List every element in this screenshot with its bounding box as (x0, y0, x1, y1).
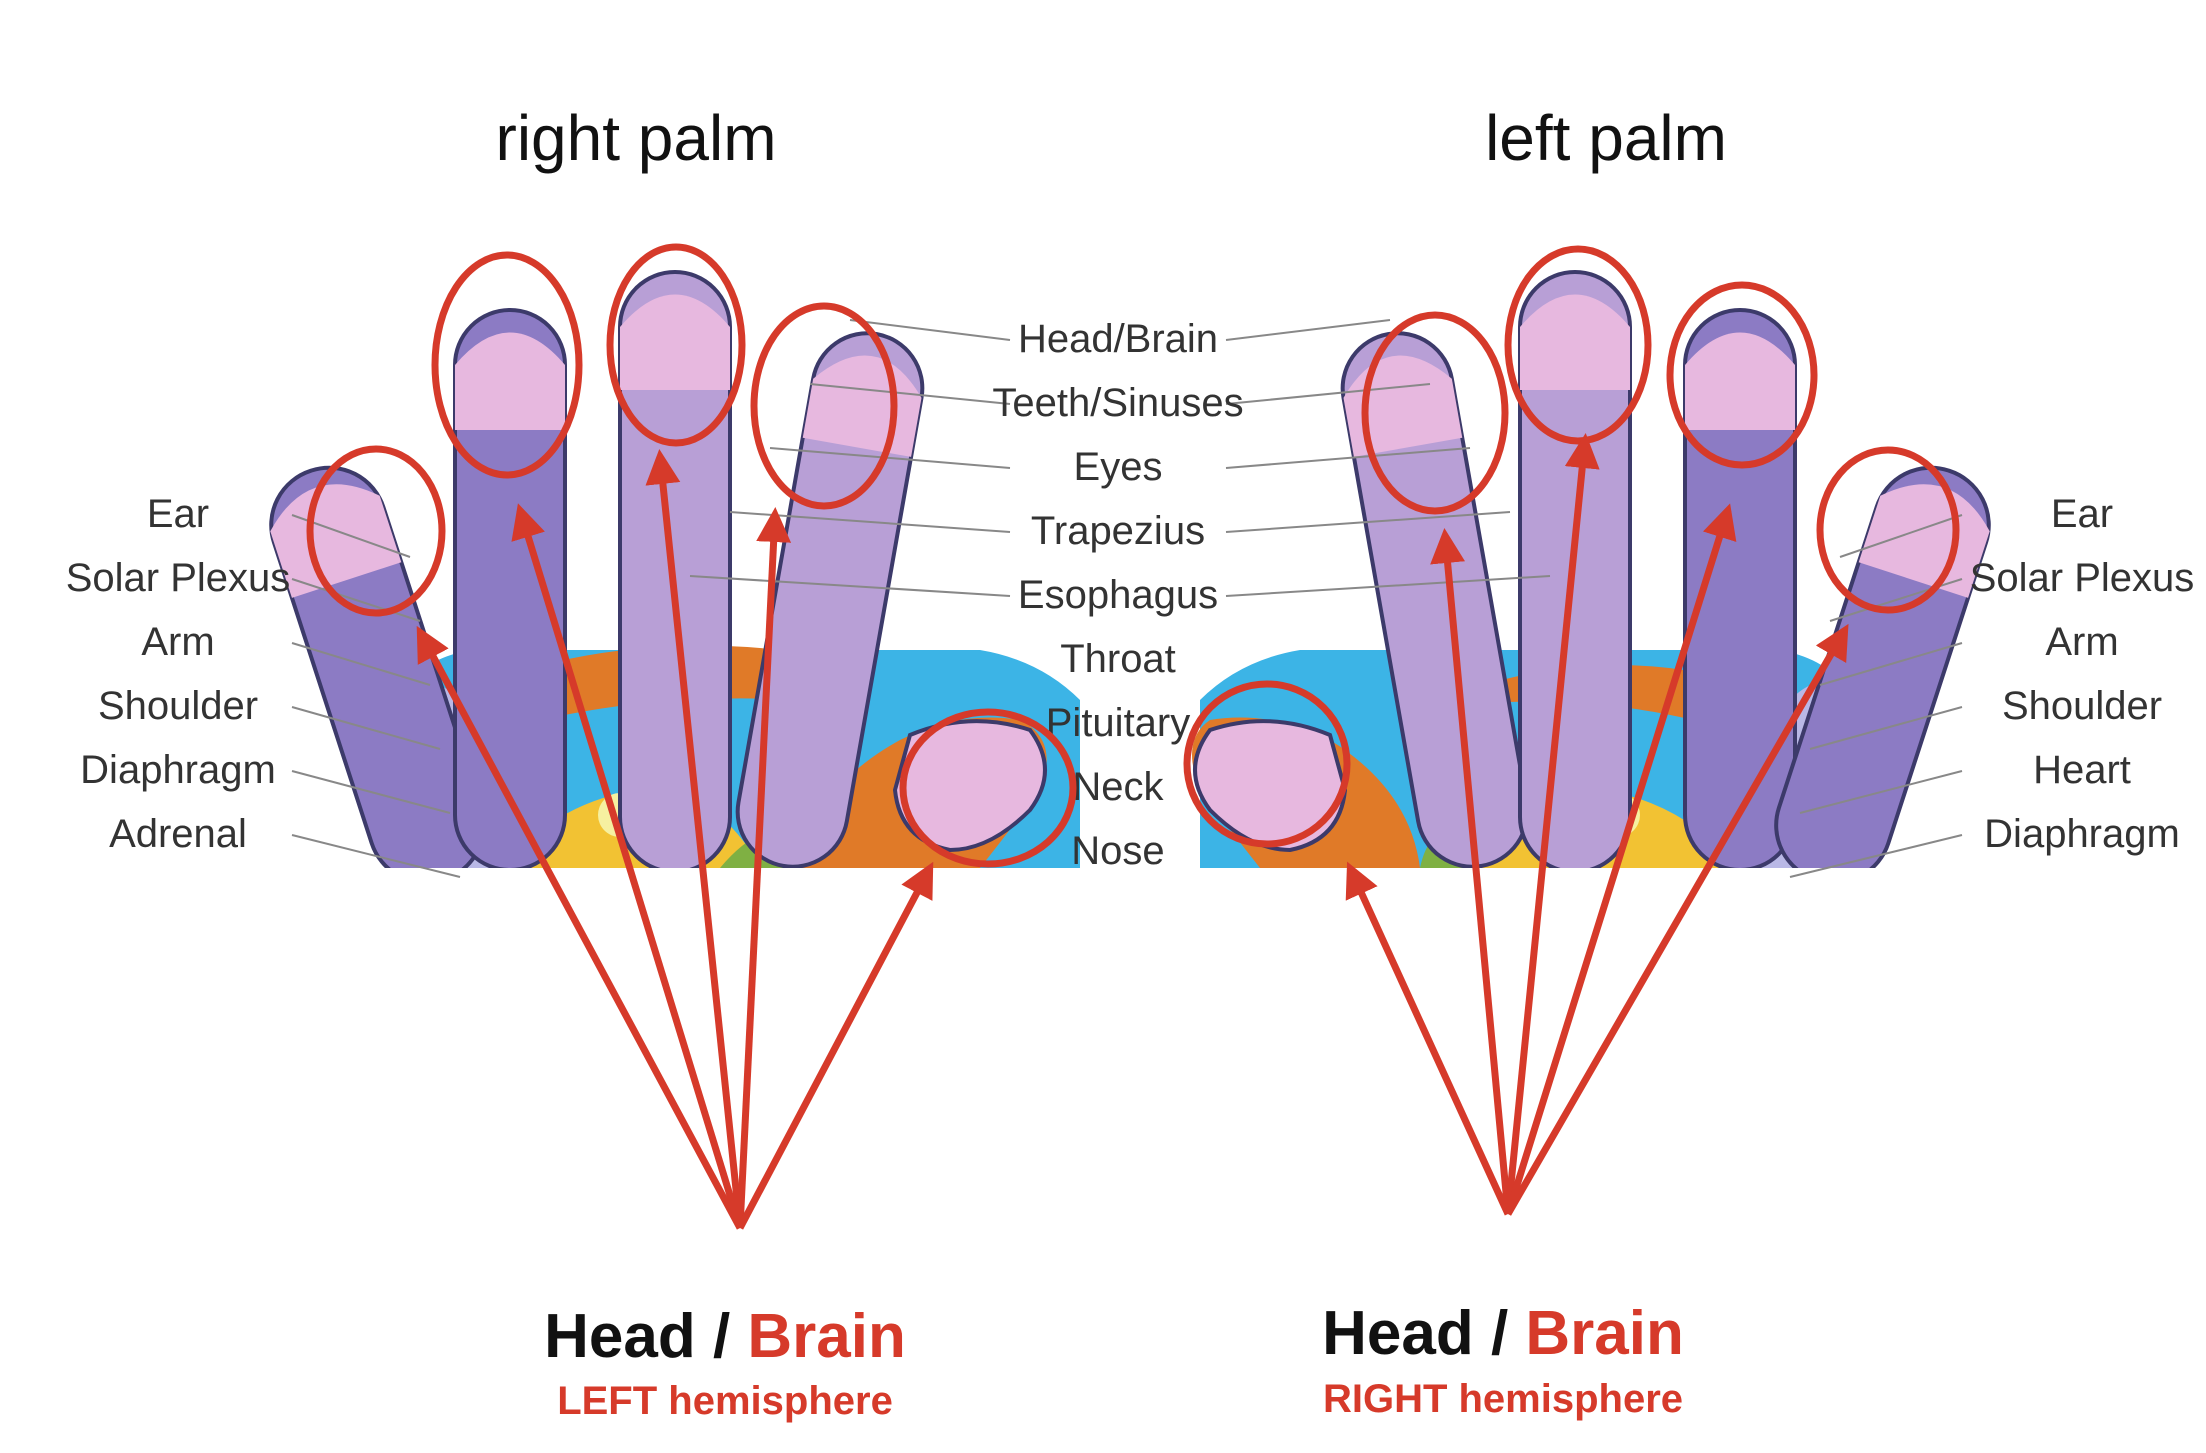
fingertip-middle (1520, 294, 1630, 390)
leader-left-side-5 (291, 834, 461, 878)
left-palm-side-label-3: Shoulder (2002, 684, 2162, 728)
arrow-right-index (736, 507, 792, 1229)
leader-right-side-4 (1799, 770, 1963, 814)
center-label-8: Nose (1071, 829, 1164, 873)
fingertip-ring (455, 332, 565, 430)
caption-left-brain: Brain (747, 1302, 905, 1371)
fingertip-middle (620, 294, 730, 390)
arrow-left-middle (1504, 433, 1600, 1215)
leader-center-left-4 (689, 575, 1011, 597)
leader-center-left-0 (849, 319, 1011, 341)
highlight-ellipses (306, 243, 1960, 868)
left-palm-title: left palm (1485, 102, 1727, 174)
highlight-left-thumb (1183, 680, 1351, 848)
leader-center-right-4 (1225, 575, 1551, 597)
caption-left-head-brain: Head / Brain (544, 1302, 906, 1371)
center-label-6: Pituitary (1046, 701, 1191, 745)
leader-center-right-2 (1225, 447, 1471, 469)
finger-ring (453, 308, 567, 868)
center-label-1: Teeth/Sinuses (992, 381, 1243, 425)
center-label-3: Trapezius (1031, 509, 1205, 553)
center-label-7: Neck (1072, 765, 1164, 809)
leader-left-side-2 (291, 642, 431, 686)
right-palm-side-label-1: Solar Plexus (66, 556, 291, 600)
highlight-left-index (1361, 311, 1509, 515)
arrow-left-little (1504, 623, 1849, 1216)
leader-right-side-5 (1789, 834, 1963, 878)
leader-center-right-3 (1225, 511, 1511, 533)
leader-left-side-4 (291, 770, 451, 814)
finger-ring (1683, 308, 1797, 868)
leader-center-right-1 (1225, 383, 1431, 405)
arrow-right-ring (511, 503, 744, 1230)
right-palm-side-label-5: Adrenal (109, 812, 247, 856)
left-palm-side-label-2: Arm (2045, 620, 2118, 664)
right-palm-title: right palm (496, 102, 777, 174)
leader-center-left-1 (809, 383, 1011, 405)
highlight-right-thumb (899, 708, 1077, 868)
left-palm-side-label-0: Ear (2051, 492, 2113, 536)
right-palm-side-label-4: Diaphragm (80, 748, 276, 792)
highlight-right-middle (606, 243, 746, 447)
caption-right-brain: Brain (1525, 1299, 1683, 1368)
arrow-right-thumb (736, 861, 934, 1230)
finger-index (1340, 331, 1530, 868)
arrow-right-middle (645, 449, 744, 1229)
left-palm-side-label-5: Diaphragm (1984, 812, 2180, 856)
highlight-left-little (1816, 446, 1960, 614)
arrow-left-thumb (1345, 861, 1512, 1216)
fingertip-little (270, 484, 402, 598)
center-labels: Head/BrainTeeth/SinusesEyesTrapeziusEsop… (992, 317, 1243, 873)
right-palm-side-label-2: Arm (141, 620, 214, 664)
caption-right-head-brain: Head / Brain (1322, 1299, 1684, 1368)
arrow-left-ring (1504, 503, 1737, 1216)
caption-right-head: Head / (1322, 1299, 1525, 1368)
caption-left-hemisphere: LEFT hemisphere (557, 1379, 893, 1423)
center-label-5: Throat (1060, 637, 1176, 681)
caption-right-hemisphere: RIGHT hemisphere (1323, 1377, 1683, 1421)
arrow-right-little (416, 625, 744, 1230)
highlight-right-index (750, 302, 898, 510)
highlight-right-ring (431, 251, 583, 479)
leader-right-side-2 (1819, 642, 1963, 686)
highlight-right-little (306, 445, 446, 617)
right-palm-illustration (269, 270, 1080, 868)
thumb-tip (1193, 719, 1348, 853)
arrow-left-index (1430, 528, 1512, 1215)
pointer-arrows (416, 433, 1849, 1230)
right-palm-side-label-0: Ear (147, 492, 209, 536)
left-palm-side-label-1: Solar Plexus (1970, 556, 2195, 600)
caption-left-head: Head / (544, 1302, 747, 1371)
leader-center-left-2 (769, 447, 1011, 469)
leader-left-side-3 (291, 706, 441, 750)
center-label-4: Esophagus (1018, 573, 1218, 617)
background-lower (0, 868, 2206, 1448)
leader-right-side-3 (1809, 706, 1963, 750)
left-palm-illustration (1192, 270, 1991, 868)
center-label-2: Eyes (1074, 445, 1163, 489)
right-palm-side-label-3: Shoulder (98, 684, 258, 728)
leader-right-side-0 (1839, 514, 1963, 558)
fingertip-index (1343, 355, 1463, 457)
fingertip-ring (1685, 332, 1795, 430)
leader-center-right-0 (1225, 319, 1391, 341)
left-palm-side-label-4: Heart (2033, 748, 2131, 792)
leader-left-side-1 (291, 578, 421, 622)
center-label-0: Head/Brain (1018, 317, 1218, 361)
highlight-left-ring (1666, 281, 1818, 469)
